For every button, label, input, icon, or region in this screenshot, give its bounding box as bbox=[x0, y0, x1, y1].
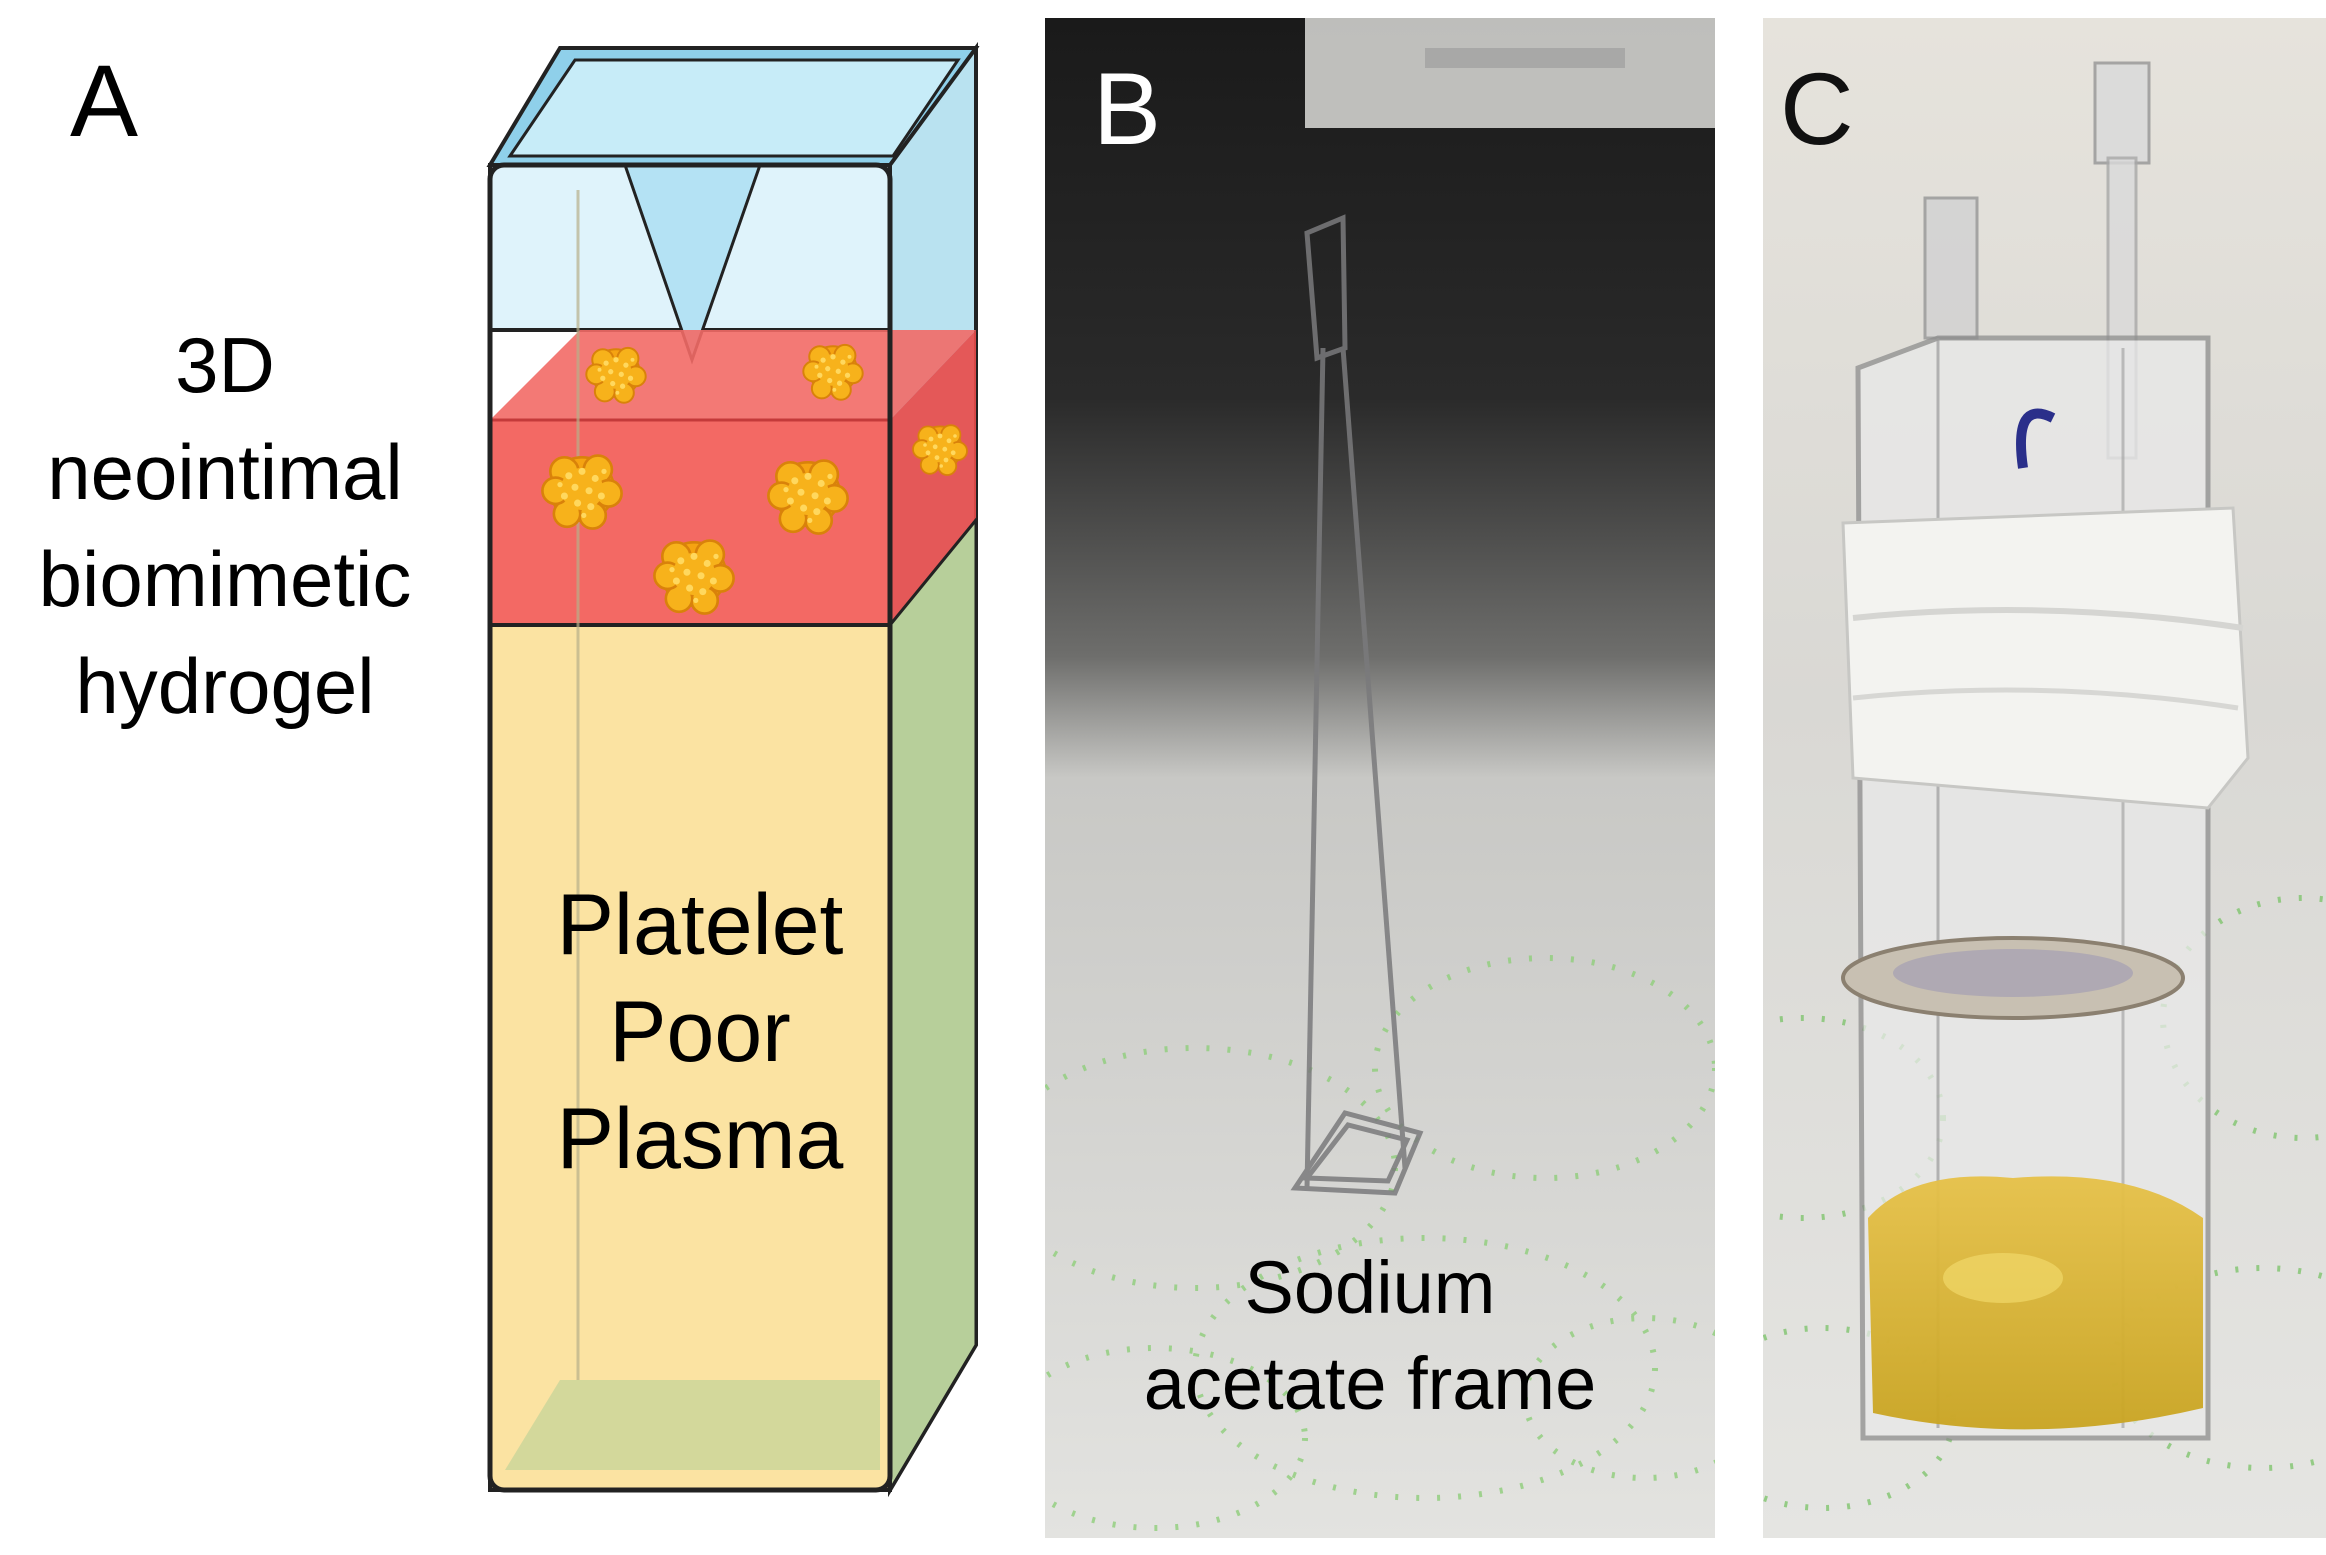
frame-label: Sodium acetate frame bbox=[1060, 1240, 1680, 1432]
plasma-label-line-3: Plasma bbox=[556, 1091, 844, 1187]
hydrogel-label: 3D neointimal biomimetic hydrogel bbox=[0, 312, 450, 740]
hydrogel-label-line-2: neointimal bbox=[47, 428, 403, 516]
cuvette-photo bbox=[1763, 18, 2326, 1538]
frame-label-line-2: acetate frame bbox=[1143, 1342, 1597, 1425]
hydrogel-label-line-3: biomimetic bbox=[38, 535, 412, 623]
panel-c-letter: C bbox=[1780, 52, 1854, 166]
hydrogel-label-line-4: hydrogel bbox=[75, 642, 375, 730]
plasma-label-line-2: Poor bbox=[609, 984, 791, 1080]
acetate-frame-photo bbox=[1045, 18, 1715, 1538]
frame-label-line-1: Sodium bbox=[1244, 1246, 1496, 1329]
panel-b-letter: B bbox=[1093, 52, 1162, 166]
plasma-label: Platelet Poor Plasma bbox=[480, 872, 920, 1193]
hydrogel-label-line-1: 3D bbox=[175, 321, 275, 409]
panel-a-letter: A bbox=[70, 44, 139, 158]
plasma-label-line-1: Platelet bbox=[556, 877, 844, 973]
